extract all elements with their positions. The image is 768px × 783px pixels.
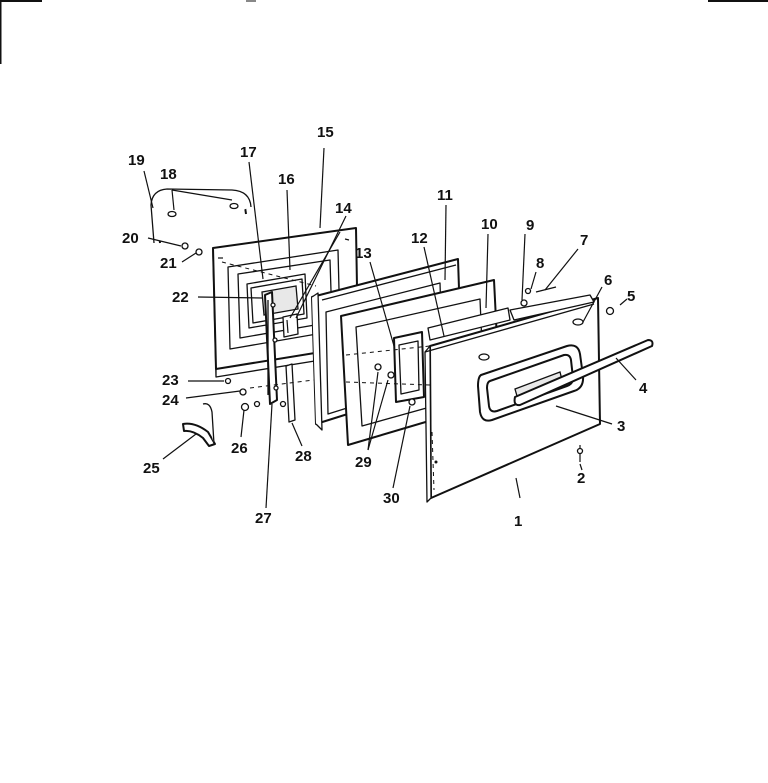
callout-labels: 1 2 3 4 5 6 7 8 9 10 11 12 13 14 15 16 1… (122, 124, 648, 530)
callout-10: 10 (481, 216, 498, 233)
callout-21: 21 (160, 255, 177, 272)
callout-2: 2 (577, 470, 585, 487)
callout-1: 1 (514, 513, 522, 530)
callout-29: 29 (355, 454, 372, 471)
scan-edge-marks (0, 0, 768, 64)
hinge-rod (285, 363, 296, 423)
door-handle (513, 339, 654, 407)
callout-27: 27 (255, 510, 272, 527)
hinge-arm (264, 291, 279, 405)
callout-20: 20 (122, 230, 139, 247)
callout-4: 4 (639, 380, 648, 397)
screws-29 (374, 363, 416, 406)
callout-5: 5 (627, 288, 635, 305)
callout-23: 23 (162, 372, 179, 389)
glass-retainer (393, 331, 425, 403)
callout-14: 14 (335, 200, 352, 217)
callout-30: 30 (383, 490, 400, 507)
callout-13: 13 (355, 245, 372, 262)
callout-9: 9 (526, 217, 534, 234)
callout-8: 8 (536, 255, 544, 272)
callout-3: 3 (617, 418, 625, 435)
door-panel-10 (427, 307, 511, 341)
callout-7: 7 (580, 232, 588, 249)
callout-17: 17 (240, 144, 257, 161)
alignment-lines (221, 261, 431, 389)
callout-15: 15 (317, 124, 334, 141)
callout-24: 24 (162, 392, 179, 409)
callout-12: 12 (411, 230, 428, 247)
callout-28: 28 (295, 448, 312, 465)
callout-16: 16 (278, 171, 295, 188)
screws-20-21 (181, 242, 203, 256)
latch-part (182, 403, 216, 447)
callout-26: 26 (231, 440, 248, 457)
callout-6: 6 (604, 272, 612, 289)
callout-22: 22 (172, 289, 189, 306)
top-bracket-part (150, 188, 252, 244)
top-screws (520, 286, 615, 316)
door-seal (246, 273, 308, 329)
bottom-screw (576, 445, 584, 462)
callout-25: 25 (143, 460, 160, 477)
leader-lines (143, 147, 637, 509)
callout-19: 19 (128, 152, 145, 169)
small-screws (224, 377, 287, 412)
callout-11: 11 (437, 187, 453, 204)
window-frame (477, 344, 585, 422)
callout-18: 18 (160, 166, 177, 183)
